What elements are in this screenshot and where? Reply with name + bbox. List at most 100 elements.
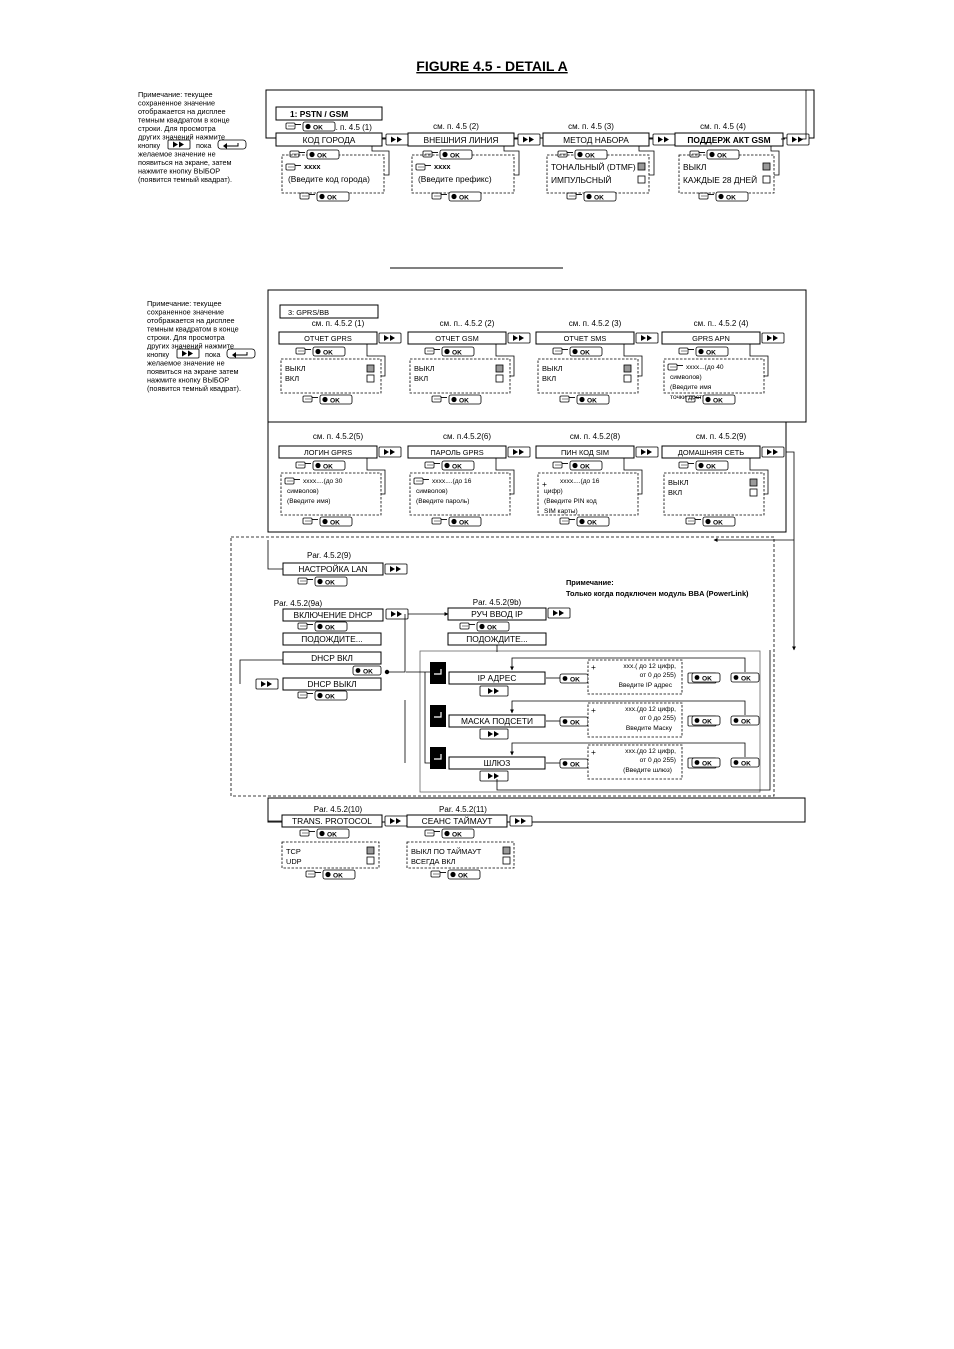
ok-button[interactable]: OK: [424, 460, 475, 471]
ok-button[interactable]: OK: [297, 690, 348, 701]
select-dot-icon: [694, 760, 700, 765]
next-button[interactable]: [378, 446, 402, 458]
hand-palm: [431, 395, 442, 403]
dhcp-loop: [239, 659, 283, 684]
next-button[interactable]: [509, 815, 533, 827]
ok-key-button[interactable]: OK: [559, 758, 589, 769]
select-dot-icon: [705, 518, 711, 525]
next-button[interactable]: [547, 607, 571, 619]
hand-palm: [305, 870, 316, 878]
pointing-hand-icon: [285, 122, 301, 130]
ok-button[interactable]: OK: [297, 621, 348, 632]
ip-item-box: [448, 671, 546, 685]
ok-button[interactable]: OK: [459, 621, 510, 632]
ok-key-button[interactable]: OK: [691, 672, 721, 683]
menu-item-box: [407, 331, 507, 345]
ok-button[interactable]: OK: [678, 460, 729, 471]
ok-button[interactable]: OK: [285, 121, 336, 132]
ok-button[interactable]: OK: [299, 191, 350, 202]
ok-key: [476, 621, 510, 632]
ok-button[interactable]: OK: [305, 869, 356, 880]
next-button[interactable]: [479, 770, 509, 782]
ok-key-button[interactable]: OK: [730, 672, 760, 683]
next-button[interactable]: [385, 133, 409, 146]
next-button[interactable]: [761, 332, 785, 344]
pointing-hand-icon: [430, 870, 446, 878]
ok-button[interactable]: OK: [422, 149, 473, 160]
ok-button[interactable]: OK: [430, 869, 481, 880]
ok-key-button[interactable]: OK: [730, 715, 760, 726]
fast-forward-icon: [182, 350, 193, 357]
ok-button[interactable]: OK: [431, 191, 482, 202]
next-button[interactable]: [176, 348, 200, 359]
ok-button[interactable]: OK: [559, 516, 610, 527]
gprs-frame-row2: [267, 421, 787, 533]
ok-key-button[interactable]: OK: [730, 757, 760, 768]
ok-button[interactable]: OK: [689, 149, 740, 160]
ok-button[interactable]: OK: [431, 516, 482, 527]
next-button[interactable]: [761, 446, 785, 458]
pointing-hand-icon: [431, 395, 447, 403]
ok-button[interactable]: OK: [552, 346, 603, 357]
ok-button[interactable]: OK: [678, 346, 729, 357]
unselected-square: [749, 488, 758, 497]
ok-label: OK: [713, 398, 723, 405]
next-button[interactable]: [479, 685, 509, 697]
next-button[interactable]: [635, 446, 659, 458]
next-button[interactable]: [786, 133, 810, 146]
ok-button[interactable]: OK: [297, 576, 348, 587]
next-button[interactable]: [378, 332, 402, 344]
ok-button[interactable]: OK: [559, 394, 610, 405]
ok-label: OK: [580, 464, 590, 471]
ok-button[interactable]: OK: [566, 191, 617, 202]
ok-key: [312, 346, 346, 357]
select-dot-icon: [315, 462, 321, 469]
ok-button[interactable]: OK: [552, 460, 603, 471]
ok-button[interactable]: OK: [557, 149, 608, 160]
ok-button[interactable]: OK: [299, 828, 350, 839]
value-hint: (Введите префикс): [418, 174, 492, 184]
ok-key-button[interactable]: OK: [691, 757, 721, 768]
pointing-hand-icon: [424, 829, 440, 837]
option-label: TCP: [286, 847, 301, 856]
next-button[interactable]: [507, 446, 531, 458]
ok-key-button[interactable]: OK: [691, 715, 721, 726]
ok-key-button[interactable]: OK: [352, 665, 382, 676]
ok-button[interactable]: OK: [685, 394, 736, 405]
ok-key: [319, 516, 353, 527]
ok-button[interactable]: OK: [302, 394, 353, 405]
ok-button[interactable]: OK: [302, 516, 353, 527]
ok-key-button[interactable]: OK: [559, 716, 589, 727]
next-button[interactable]: [652, 133, 676, 146]
next-button[interactable]: [255, 678, 279, 690]
next-button[interactable]: [479, 728, 509, 740]
hand-palm: [459, 622, 470, 630]
next-button[interactable]: [384, 815, 408, 827]
next-button[interactable]: [507, 332, 531, 344]
ok-label: OK: [323, 350, 333, 357]
ok-button[interactable]: OK: [289, 149, 340, 160]
ok-button[interactable]: OK: [424, 828, 475, 839]
lan-note-title: Примечание:: [566, 578, 614, 587]
ok-button[interactable]: OK: [431, 394, 482, 405]
ok-label: OK: [450, 153, 460, 160]
ok-button[interactable]: OK: [685, 516, 736, 527]
next-button[interactable]: [384, 563, 408, 575]
bottom-entry: [267, 798, 282, 822]
ok-label: OK: [741, 761, 751, 768]
select-dot-icon: [450, 871, 456, 878]
select-dot-icon: [444, 462, 450, 469]
next-button[interactable]: [635, 332, 659, 344]
ok-button[interactable]: OK: [424, 346, 475, 357]
ok-button[interactable]: OK: [295, 460, 346, 471]
next-button[interactable]: [517, 133, 541, 146]
next-button[interactable]: [167, 139, 191, 150]
back-button[interactable]: [217, 139, 247, 150]
option-label: ВКЛ: [414, 374, 428, 383]
back-button[interactable]: [226, 348, 256, 359]
ok-key-button[interactable]: OK: [559, 673, 589, 684]
pointing-hand-icon: [424, 347, 440, 355]
ok-button[interactable]: OK: [295, 346, 346, 357]
ok-button[interactable]: OK: [698, 191, 749, 202]
